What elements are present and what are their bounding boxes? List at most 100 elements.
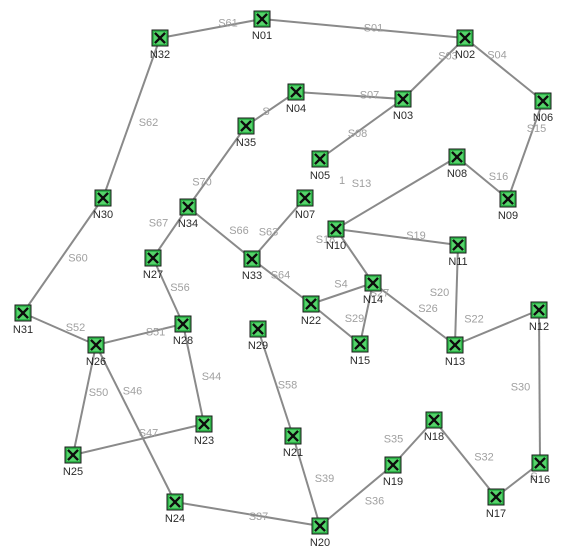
node-n34[interactable]: N34 [178, 198, 198, 230]
node-x-stroke-2 [290, 86, 302, 98]
node-label-n07: N07 [295, 209, 315, 221]
link-label-s47: S47 [139, 428, 159, 440]
link-s52[interactable] [22, 312, 97, 346]
link-s27[interactable] [359, 282, 374, 345]
node-n11[interactable]: N11 [448, 236, 468, 268]
link-label-s63: S63 [259, 227, 279, 239]
node-n30[interactable]: N30 [93, 189, 113, 221]
node-x-stroke-2 [97, 192, 109, 204]
link-s61[interactable] [159, 18, 263, 39]
node-n04[interactable]: N04 [286, 83, 306, 115]
node-label-n21: N21 [283, 447, 303, 459]
node-n13[interactable]: N13 [445, 336, 465, 368]
link-s56[interactable] [152, 257, 184, 325]
node-n02[interactable]: N02 [455, 29, 475, 61]
node-n33[interactable]: N33 [242, 250, 262, 282]
node-n12[interactable]: N12 [529, 301, 549, 333]
link-label-s61: S61 [218, 18, 238, 30]
link-s08[interactable] [319, 98, 404, 160]
link-s26[interactable] [372, 282, 456, 346]
link-s60[interactable] [22, 197, 104, 314]
link-s50[interactable] [72, 344, 97, 456]
node-n31[interactable]: N31 [13, 304, 33, 336]
link-s47[interactable] [72, 423, 205, 456]
node-n18[interactable]: N18 [424, 411, 444, 443]
link-s51[interactable] [95, 323, 184, 346]
node-x-stroke-2 [169, 496, 181, 508]
node-n07[interactable]: N07 [295, 189, 315, 221]
link-s70[interactable] [187, 125, 247, 208]
node-x-stroke-2 [90, 339, 102, 351]
link-label-s22: S22 [464, 314, 484, 326]
link-s36[interactable] [319, 464, 394, 527]
node-label-n13: N13 [445, 356, 465, 368]
node-n09[interactable]: N09 [498, 190, 518, 222]
node-n21[interactable]: N21 [283, 427, 303, 459]
link-s15[interactable] [507, 100, 544, 200]
node-n01[interactable]: N01 [252, 10, 272, 42]
link-s4[interactable] [310, 282, 374, 305]
link-label-s15: S15 [527, 123, 547, 135]
link-s30[interactable] [538, 309, 541, 464]
node-n20[interactable]: N20 [310, 517, 330, 549]
node-label-n12: N12 [529, 321, 549, 333]
node-label-n32: N32 [150, 49, 170, 61]
node-x-stroke-2 [537, 95, 549, 107]
node-n26[interactable]: N26 [86, 336, 106, 368]
link-s66[interactable] [187, 206, 253, 260]
link-label-s08: S08 [348, 128, 368, 140]
node-n23[interactable]: N23 [194, 415, 214, 447]
node-n14[interactable]: N14 [363, 274, 383, 306]
link-s18[interactable] [335, 228, 374, 284]
node-n22[interactable]: N22 [301, 295, 321, 327]
link-s64[interactable] [251, 258, 312, 305]
link-s62[interactable] [102, 37, 161, 199]
link-s04[interactable] [464, 37, 544, 102]
node-label-n18: N18 [424, 431, 444, 443]
node-n06[interactable]: N06 [533, 92, 553, 124]
node-label-n33: N33 [242, 270, 262, 282]
node-n29[interactable]: N29 [248, 320, 268, 352]
node-n10[interactable]: N10 [326, 220, 346, 252]
node-x-stroke-2 [246, 253, 258, 265]
link-s22[interactable] [454, 309, 540, 346]
node-n32[interactable]: N32 [150, 29, 170, 61]
node-x-stroke-2 [367, 277, 379, 289]
link-label-s62: S62 [139, 117, 159, 129]
link-s44[interactable] [182, 323, 205, 425]
link-s03[interactable] [402, 37, 466, 100]
link-s46[interactable] [95, 344, 176, 503]
node-label-n16: N16 [530, 474, 550, 486]
node-n03[interactable]: N03 [393, 90, 413, 122]
node-x-stroke-2 [287, 430, 299, 442]
link-s39[interactable] [292, 435, 321, 527]
link-s32[interactable] [433, 419, 497, 498]
node-label-n15: N15 [350, 355, 370, 367]
node-x-stroke-2 [397, 93, 409, 105]
node-n08[interactable]: N08 [447, 148, 467, 180]
node-n19[interactable]: N19 [383, 456, 403, 488]
node-label-n23: N23 [194, 435, 214, 447]
link-s07[interactable] [295, 91, 404, 100]
node-n15[interactable]: N15 [350, 335, 370, 367]
node-n35[interactable]: N35 [236, 117, 256, 149]
node-n28[interactable]: N28 [173, 315, 193, 347]
link-s01[interactable] [261, 18, 466, 39]
link-s58[interactable] [257, 328, 294, 437]
link-s19[interactable] [335, 228, 459, 246]
link-s13[interactable] [335, 156, 458, 230]
node-n25[interactable]: N25 [63, 446, 83, 478]
link-label-s36: S36 [365, 496, 385, 508]
link-label-s29: S29 [345, 313, 365, 325]
node-n05[interactable]: N05 [310, 150, 330, 182]
node-n27[interactable]: N27 [143, 249, 163, 281]
link-label-s31: S [530, 471, 537, 483]
node-n16[interactable]: N16 [530, 454, 550, 486]
node-label-n19: N19 [383, 476, 403, 488]
node-n17[interactable]: N17 [486, 488, 506, 520]
link-s20[interactable] [454, 244, 459, 346]
link-s37[interactable] [174, 501, 321, 527]
link-s63[interactable] [251, 197, 306, 260]
node-n24[interactable]: N24 [165, 493, 185, 525]
